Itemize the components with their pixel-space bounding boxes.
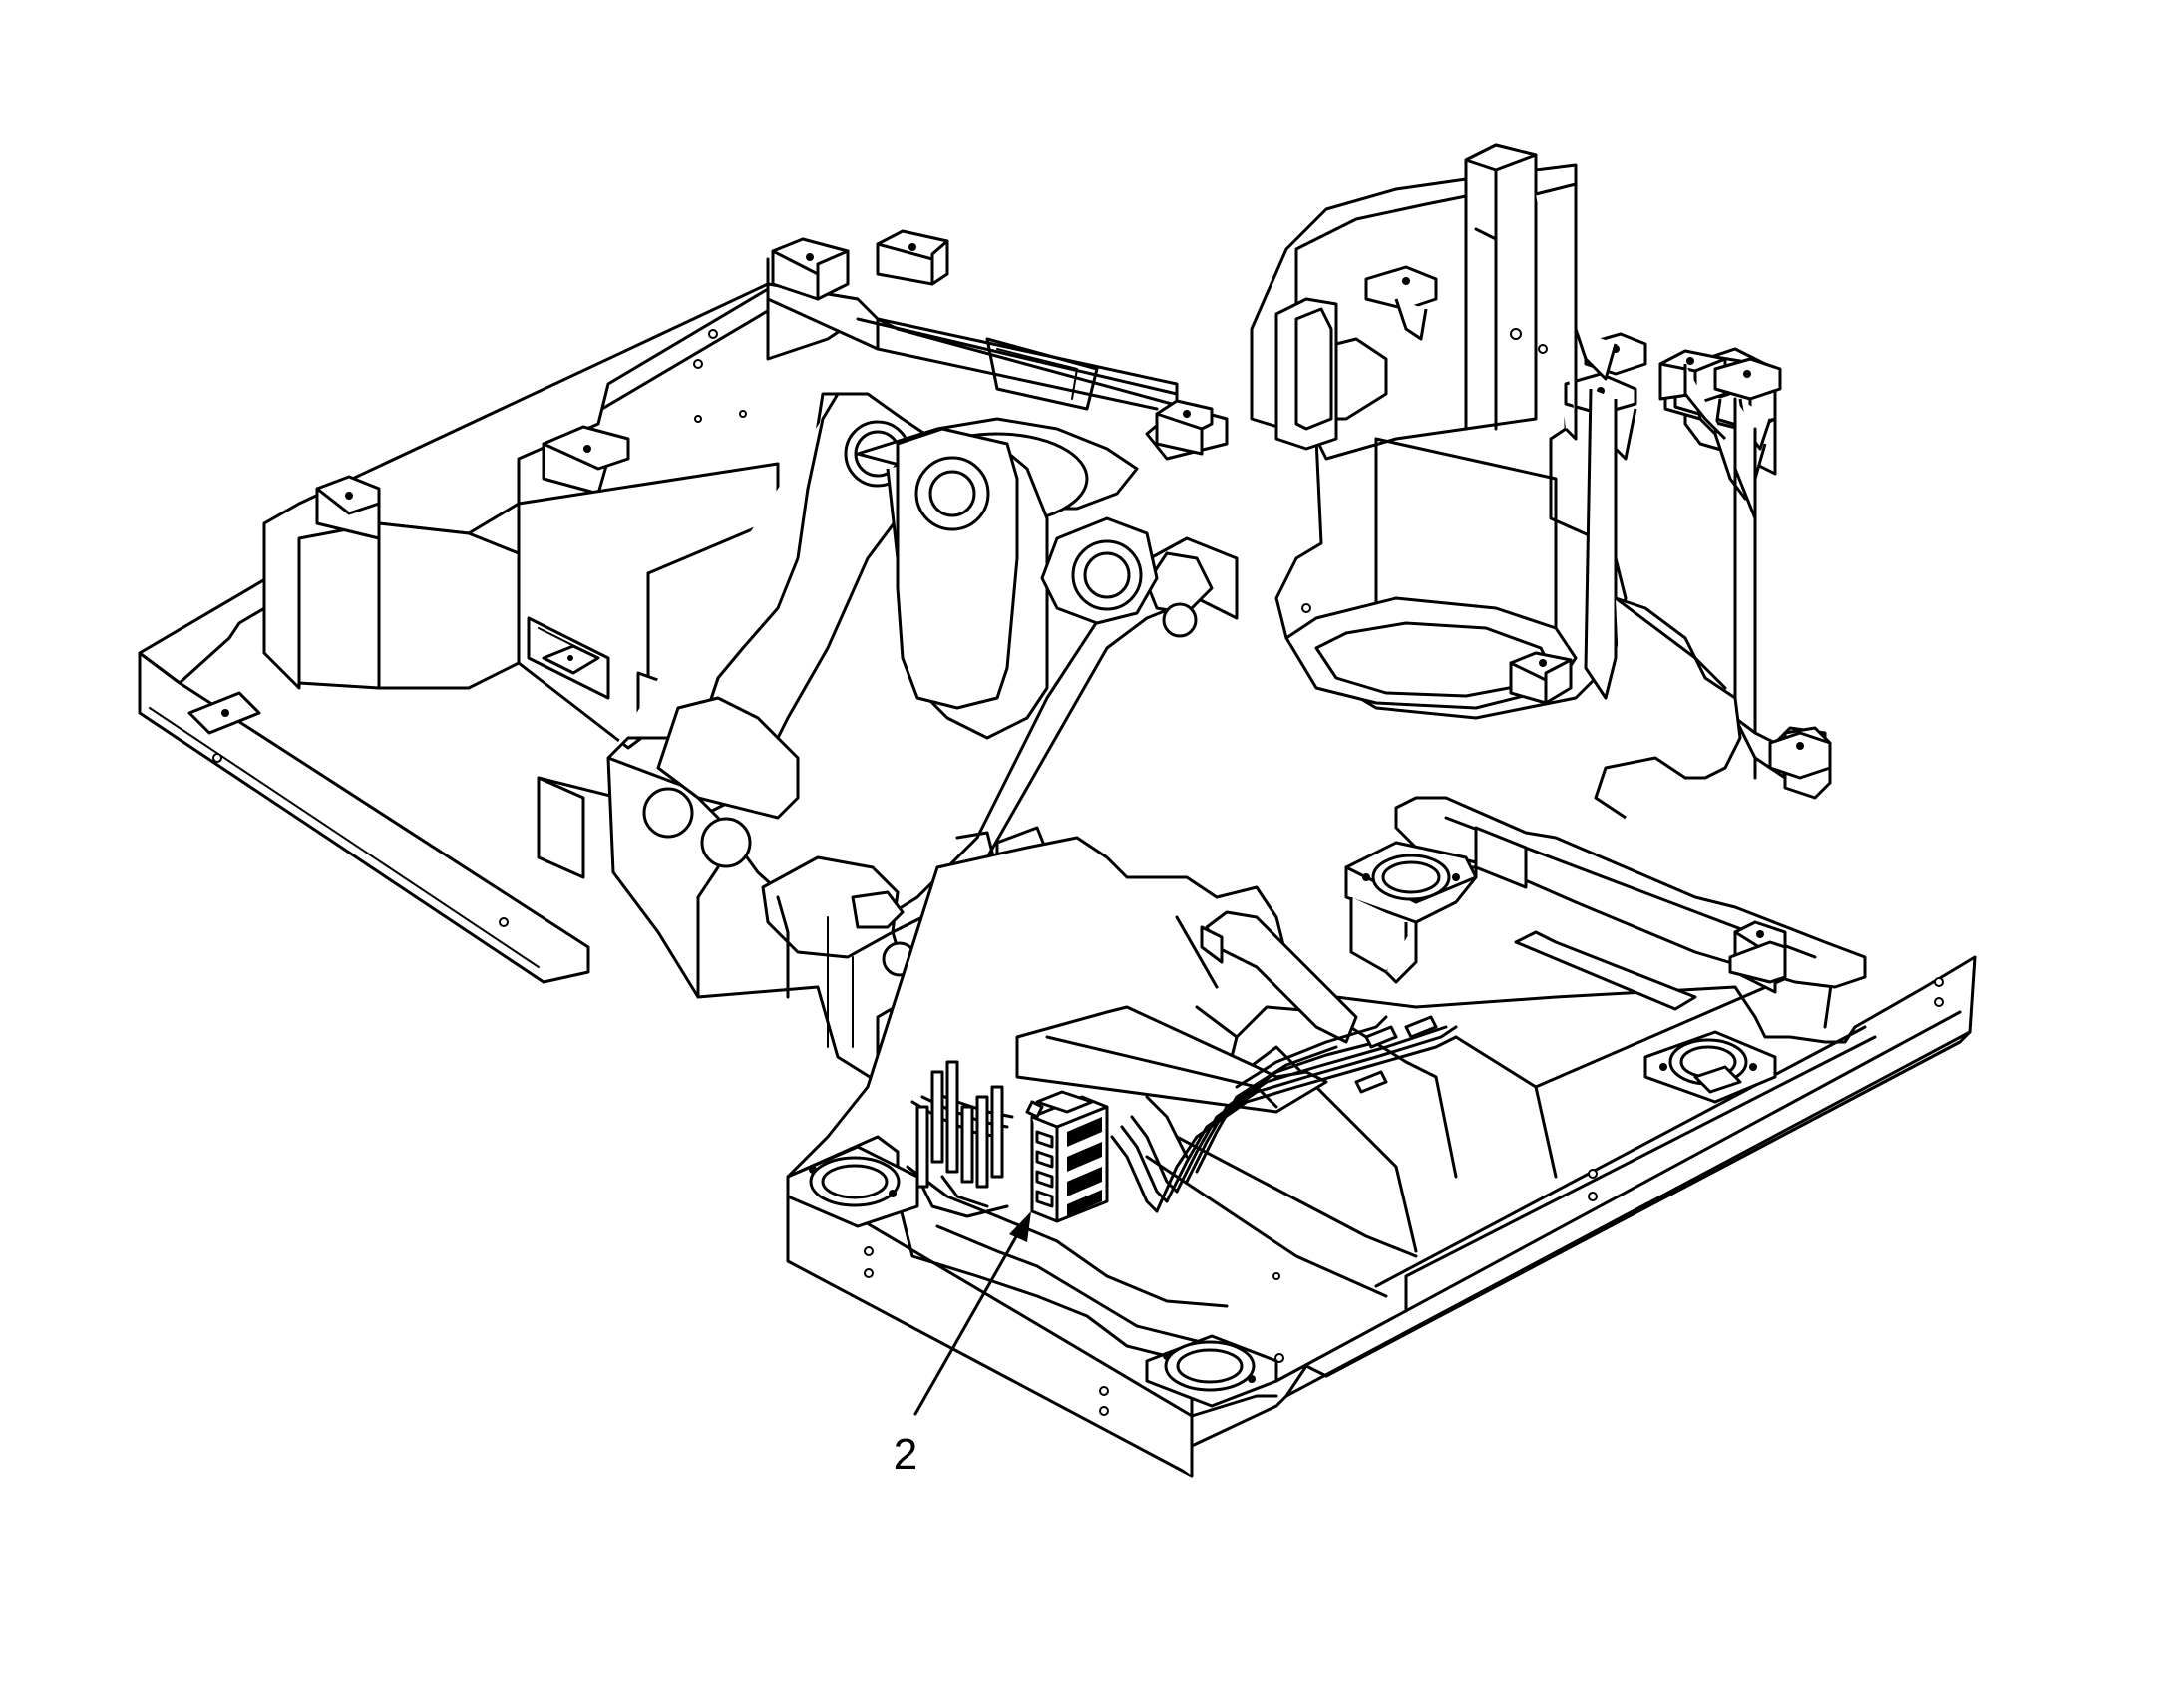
bearing-mount-top xyxy=(1344,841,1478,984)
right-rear-beam xyxy=(1394,796,1867,1011)
arrowhead xyxy=(1009,1211,1031,1242)
front-cross-beam xyxy=(1015,910,1358,1114)
left-side-frame xyxy=(262,282,860,690)
leader-line xyxy=(913,1224,1024,1416)
right-swing-housing xyxy=(1250,143,1832,820)
callout-label: 2 xyxy=(894,1430,917,1479)
control-valve-block xyxy=(1025,1090,1109,1223)
bearing-mount-front-left xyxy=(786,1145,919,1228)
vertical-pipe-fittings xyxy=(915,1060,1009,1218)
mount-pads-right xyxy=(1509,651,1573,705)
rear-frame-rail xyxy=(766,229,1229,461)
bearing-mount-front-right xyxy=(1145,1334,1278,1408)
callout-2: 2 xyxy=(894,1211,1031,1479)
bearing-mount-right xyxy=(1643,1030,1777,1104)
